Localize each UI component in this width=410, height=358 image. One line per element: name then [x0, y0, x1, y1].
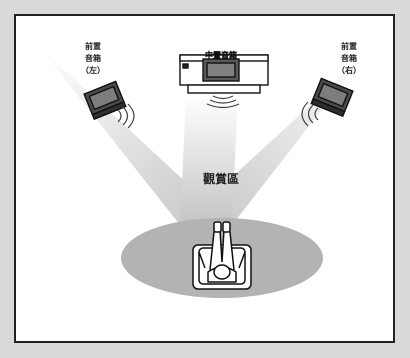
center-speaker-label: 中置音箱 — [205, 50, 237, 60]
center-speaker-icon — [179, 54, 269, 94]
front-left-label-line1: 前置 — [85, 41, 101, 51]
front-right-label-line1: 前置 — [341, 41, 357, 51]
viewing-area-label: 觀賞區 — [203, 171, 239, 186]
front-left-label-line2: 音箱 — [85, 53, 101, 63]
right-sound-waves — [301, 101, 319, 127]
front-right-speaker-icon — [310, 77, 354, 118]
center-sound-waves — [206, 95, 240, 109]
front-right-label-line2: 音箱 — [341, 53, 357, 63]
front-left-speaker-icon — [83, 80, 127, 121]
listener-on-sofa — [192, 221, 252, 290]
center-sound-cone — [180, 95, 238, 225]
front-left-label-line3: （左） — [81, 65, 105, 75]
left-sound-waves — [117, 103, 135, 129]
front-right-label-line3: （右） — [337, 65, 361, 75]
